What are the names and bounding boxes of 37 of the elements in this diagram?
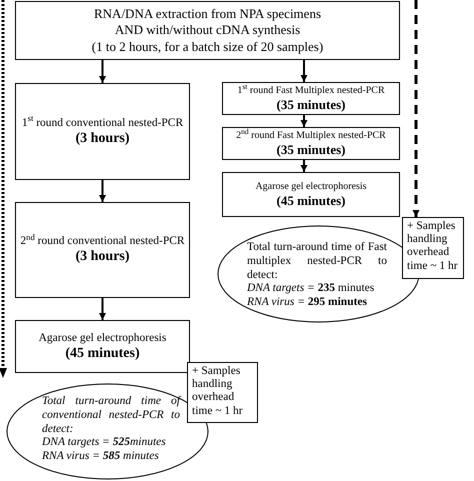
summary-text: DNA targets = 525minutes (42, 436, 167, 450)
duration-label: (45 minutes) (276, 192, 346, 210)
step-label: 1$^{st}$ round conventional nested-PCR (22, 116, 184, 130)
summary-text: RNA virus = 585 minutes (42, 450, 160, 464)
step-label: Agarose gel electrophoresis (38, 330, 166, 345)
process-box (222, 172, 400, 217)
process-box (15, 320, 190, 373)
step-label: 1$^{st}$ round Fast Multiplex nested-PCR (237, 84, 385, 97)
process-box (222, 127, 400, 160)
step-label: (1 to 2 hours, for a batch size of 20 samples) (92, 38, 324, 55)
step-label: RNA/DNA extraction from NPA specimens (94, 6, 321, 22)
summary-text: RNA virus = 295 minutes (247, 296, 368, 310)
note-box: + Samples handling overhead time ~ 1 hr (402, 217, 464, 279)
process-box (15, 1, 400, 60)
process-box (15, 202, 190, 298)
process-box (222, 82, 400, 115)
arrow (300, 60, 308, 82)
duration-label: (35 minutes) (276, 96, 346, 114)
step-label: AND with/without cDNA synthesis (114, 22, 300, 39)
duration-label: (3 hours) (75, 130, 130, 148)
note-box: + Samples handling overhead time ~ 1 hr (187, 362, 258, 423)
duration-label: (35 minutes) (276, 142, 346, 158)
step-label: Agarose gel electrophoresis (255, 180, 367, 193)
arrow (412, 0, 420, 217)
duration-label: (45 minutes) (65, 344, 140, 362)
arrow (99, 60, 106, 83)
summary-text: Total turn-around time of Fast multiplex nested-PCR to detect: (247, 241, 387, 282)
step-label: 2$^{nd}$ round Fast Multiplex nested-PCR (236, 128, 386, 142)
process-box (15, 83, 190, 180)
summary-text: DNA targets = 235 minutes (247, 282, 376, 296)
duration-label: (3 hours) (75, 248, 130, 266)
arrow (300, 160, 308, 172)
arrow (99, 298, 106, 320)
step-label: 2$^{nd}$ round conventional nested-PCR (20, 234, 185, 248)
summary-text: Total turn-around time of conventional nested-PCR to detect: (42, 395, 180, 436)
arrow (99, 180, 106, 202)
arrow (300, 115, 308, 127)
